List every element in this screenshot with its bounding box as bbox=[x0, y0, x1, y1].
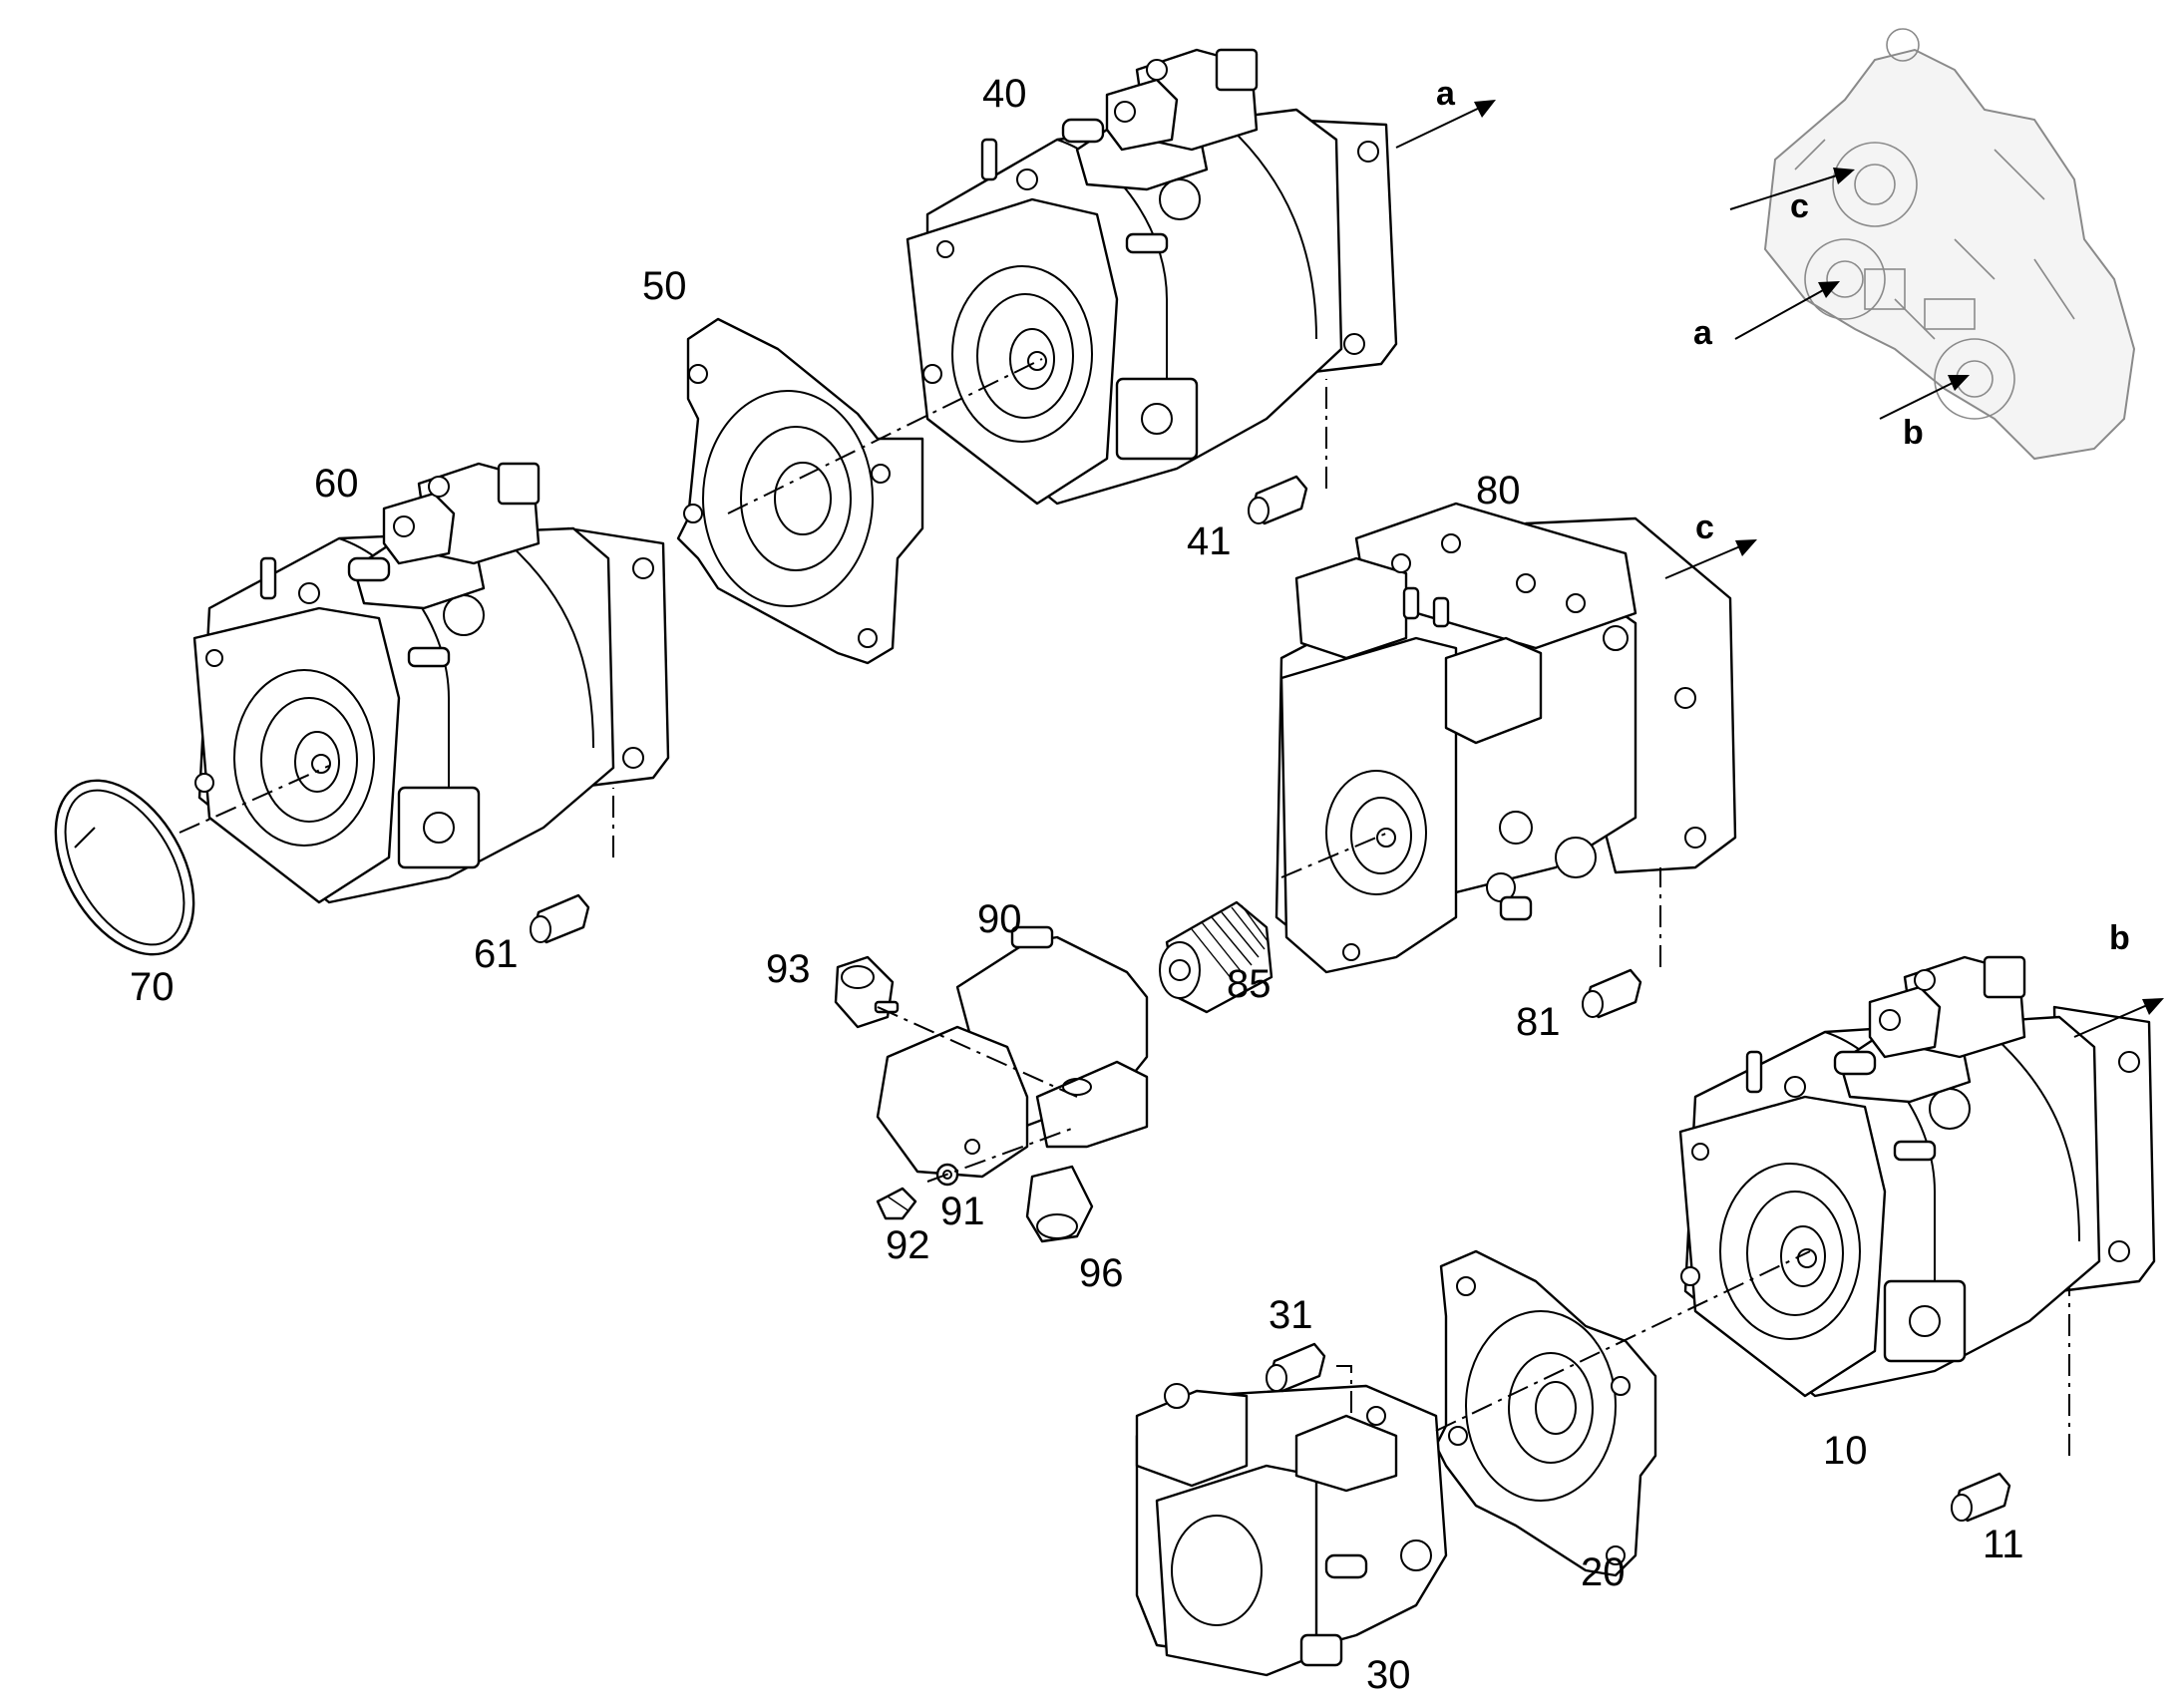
overview-label-b: b bbox=[1903, 414, 1924, 452]
pump-40 bbox=[906, 48, 1398, 506]
direction-label-a: a bbox=[1436, 75, 1456, 113]
adapter-90 bbox=[876, 925, 1149, 1179]
direction-arrow-b bbox=[2073, 998, 2164, 1038]
bolt-81 bbox=[1582, 968, 1642, 1019]
pump-30 bbox=[1135, 1383, 1448, 1677]
label-81: 81 bbox=[1516, 1000, 1561, 1044]
label-11: 11 bbox=[1983, 1523, 2024, 1566]
part-96 bbox=[1025, 1165, 1094, 1243]
bolt-31 bbox=[1266, 1342, 1326, 1393]
bolt-11 bbox=[1951, 1472, 2011, 1523]
pump-60 bbox=[192, 462, 670, 904]
coupling-85 bbox=[1159, 900, 1273, 1014]
assembly-axis-lines bbox=[179, 358, 2070, 1456]
direction-label-c: c bbox=[1695, 509, 1714, 546]
label-85: 85 bbox=[1227, 962, 1272, 1006]
label-20: 20 bbox=[1581, 1550, 1626, 1594]
pump-80 bbox=[1274, 502, 1737, 974]
bolt-41 bbox=[1248, 475, 1308, 525]
overview-label-c: c bbox=[1790, 187, 1809, 225]
overview-label-a: a bbox=[1693, 314, 1713, 352]
flange-50 bbox=[676, 317, 924, 665]
bolt-61 bbox=[530, 893, 590, 944]
label-90: 90 bbox=[977, 897, 1022, 941]
label-50: 50 bbox=[642, 264, 687, 308]
label-80: 80 bbox=[1476, 469, 1521, 512]
label-70: 70 bbox=[130, 965, 175, 1009]
flange-20 bbox=[1434, 1249, 1657, 1577]
direction-arrow-c bbox=[1664, 539, 1757, 579]
label-92: 92 bbox=[886, 1223, 930, 1267]
overview-gearbox bbox=[1729, 28, 2136, 461]
label-10: 10 bbox=[1823, 1429, 1868, 1473]
label-60: 60 bbox=[314, 462, 359, 506]
label-41: 41 bbox=[1187, 519, 1232, 563]
label-93: 93 bbox=[766, 947, 811, 991]
label-61: 61 bbox=[474, 932, 519, 976]
label-30: 30 bbox=[1366, 1653, 1411, 1697]
label-40: 40 bbox=[982, 72, 1027, 116]
label-96: 96 bbox=[1079, 1251, 1124, 1295]
ring-70 bbox=[54, 779, 195, 956]
label-31: 31 bbox=[1269, 1293, 1313, 1337]
direction-arrow-a bbox=[1395, 100, 1496, 149]
part-92 bbox=[876, 1187, 917, 1220]
label-91: 91 bbox=[940, 1190, 985, 1233]
direction-label-b: b bbox=[2109, 919, 2130, 957]
part-93 bbox=[834, 955, 900, 1029]
pump-10 bbox=[1678, 955, 2156, 1398]
